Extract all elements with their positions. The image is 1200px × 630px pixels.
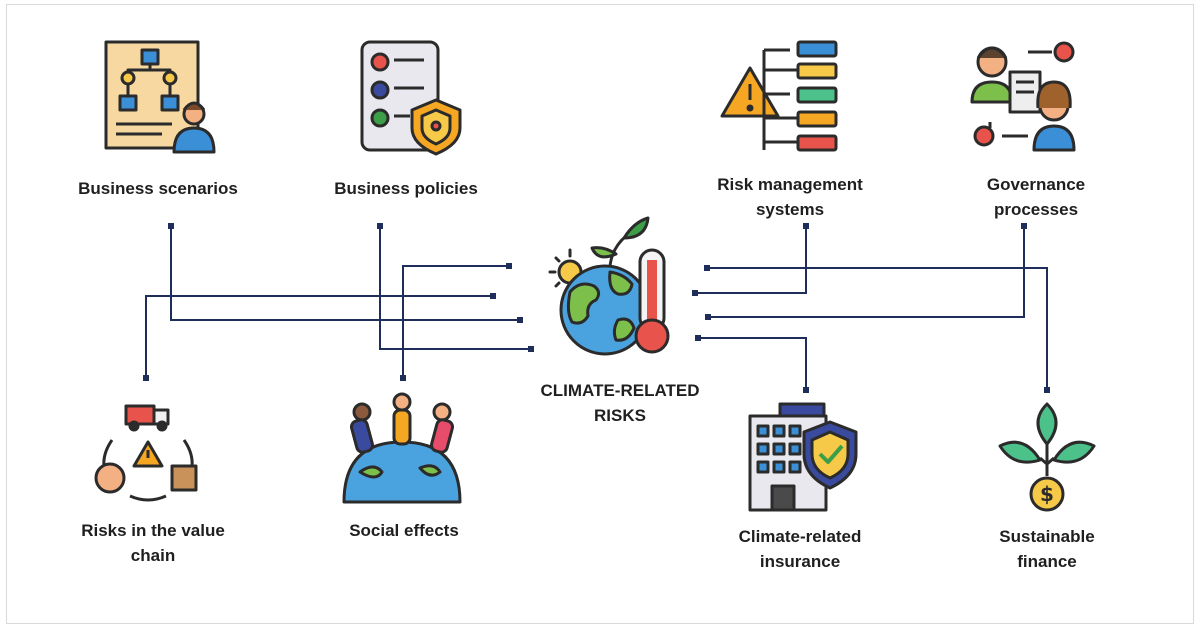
label-governance: Governance processes [916,172,1156,222]
people-document-cycle-icon [966,38,1084,156]
diagram-frame [6,4,1194,624]
center-title-line2: RISKS [594,406,646,425]
label-risk-management: Risk management systems [670,172,910,222]
label-line2: finance [1017,552,1077,571]
label-risks-value-chain: Risks in the value chain [33,518,273,568]
connector-governance [708,226,1025,318]
center-title: CLIMATE-RELATED RISKS [500,378,740,428]
label-line1: Sustainable [999,527,1095,546]
connector-business-policies [379,226,531,350]
label-climate-insurance: Climate-related insurance [680,524,920,574]
label-line1: Risks in the value [81,521,225,540]
label-sustainable-finance: Sustainable finance [927,524,1167,574]
connector-climate-insurance [698,337,807,390]
label-line1: Governance [986,175,1086,194]
label-social-effects: Social effects [284,518,524,543]
globe-thermometer-icon [540,210,690,360]
label-business-scenarios: Business scenarios [38,176,278,201]
flowchart-person-icon [102,38,220,156]
center-title-line1: CLIMATE-RELATED [540,381,700,400]
checklist-shield-icon [358,38,476,156]
label-line2: insurance [759,552,841,571]
connector-risk-management [695,226,807,294]
truck-warning-cycle-icon [92,400,204,504]
plant-coin-icon: $ [994,400,1100,512]
warning-hierarchy-icon [720,38,840,156]
connector-social-effects [402,265,509,378]
people-on-globe-icon [340,392,464,504]
connector-risks-value-chain [145,295,493,378]
svg-text:$: $ [1040,482,1054,506]
connector-sustainable-finance [707,267,1048,390]
label-line2: systems [755,200,825,219]
label-line1: Business scenarios [78,179,238,198]
label-line1: Climate-related [738,527,862,546]
label-line2: processes [993,200,1079,219]
label-line2: chain [130,546,176,565]
label-line1: Risk management [717,175,863,194]
label-line1: Business policies [334,179,478,198]
connector-business-scenarios [170,226,520,321]
label-business-policies: Business policies [286,176,526,201]
label-line1: Social effects [349,521,459,540]
building-shield-icon [744,400,860,514]
